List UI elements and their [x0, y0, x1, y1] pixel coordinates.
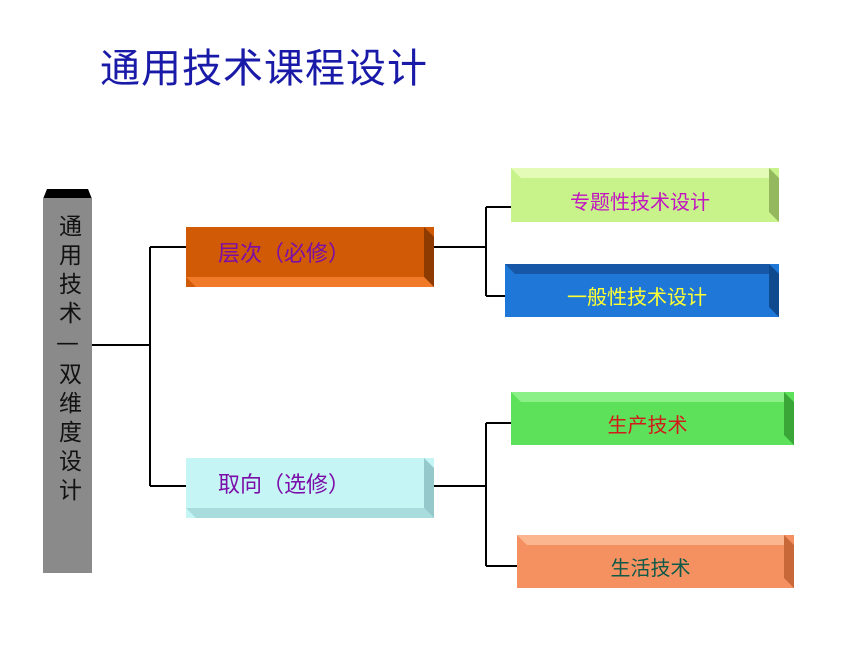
- node-special-design-label: 专题性技术设计: [570, 189, 710, 214]
- node-special-design: 专题性技术设计: [511, 168, 779, 222]
- node-production-tech-label: 生产技术: [607, 413, 688, 437]
- node-orientation: 取向（选修）: [186, 458, 434, 518]
- node-orientation-label: 取向（选修）: [218, 473, 351, 498]
- node-life-tech: 生活技术: [517, 535, 794, 588]
- root-node: 通用技术—双维度设计: [43, 198, 92, 573]
- root-node-top: [43, 189, 92, 199]
- node-general-design-label: 一般性技术设计: [567, 285, 707, 309]
- node-levels-label: 层次（必修）: [218, 242, 351, 267]
- node-levels: 层次（必修）: [186, 227, 434, 287]
- node-production-tech: 生产技术: [511, 392, 794, 445]
- page-title: 通用技术课程设计: [100, 46, 428, 92]
- node-general-design: 一般性技术设计: [505, 264, 779, 317]
- node-life-tech-label: 生活技术: [610, 556, 691, 580]
- root-node-label: 通用技术—双维度设计: [54, 214, 81, 507]
